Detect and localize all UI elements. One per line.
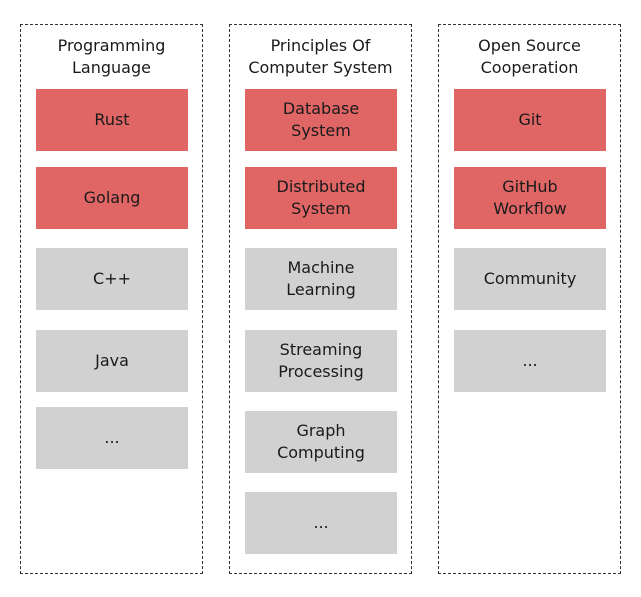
- topic-box: Rust: [36, 89, 188, 151]
- topic-box: Golang: [36, 167, 188, 229]
- topic-box: Database System: [245, 89, 397, 151]
- column-principles-of-computer-system: Principles Of Computer System Database S…: [229, 24, 412, 574]
- column-title: Programming Language: [57, 36, 166, 77]
- column-title: Principles Of Computer System: [248, 36, 393, 77]
- column-open-source-cooperation: Open Source Cooperation Git GitHub Workf…: [438, 24, 621, 574]
- column-programming-language: Programming Language Rust Golang C++ Jav…: [20, 24, 203, 574]
- topic-box: ...: [245, 492, 397, 554]
- topic-box: GitHub Workflow: [454, 167, 606, 229]
- topic-box: Machine Learning: [245, 248, 397, 310]
- topic-box: ...: [36, 407, 188, 469]
- topic-box: C++: [36, 248, 188, 310]
- topic-box: Git: [454, 89, 606, 151]
- column-title: Open Source Cooperation: [478, 36, 581, 77]
- topic-box: Community: [454, 248, 606, 310]
- topic-box: Graph Computing: [245, 411, 397, 473]
- topic-box: Streaming Processing: [245, 330, 397, 392]
- topic-box: ...: [454, 330, 606, 392]
- topic-box: Java: [36, 330, 188, 392]
- topic-box: Distributed System: [245, 167, 397, 229]
